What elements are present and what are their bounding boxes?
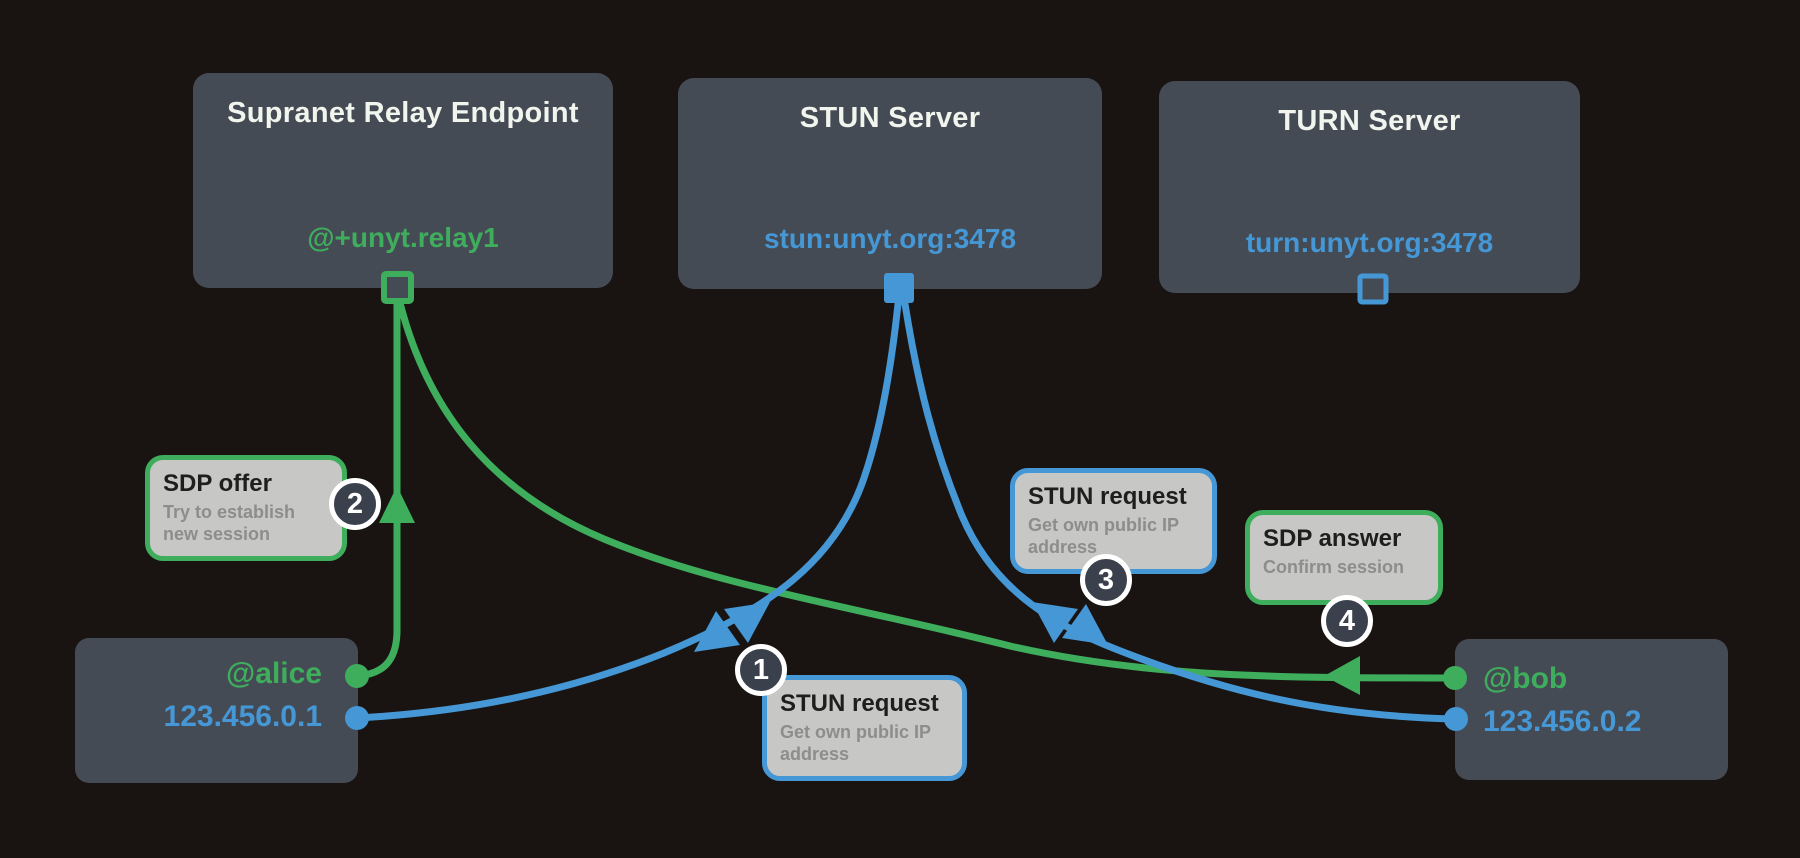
arrowhead-up-to-stun-left <box>724 602 770 643</box>
badge-step-2: 2 <box>329 478 381 530</box>
stun-address: stun:unyt.org:3478 <box>763 223 1017 254</box>
stun-title: STUN Server <box>799 102 981 134</box>
badge-step-4: 4 <box>1321 595 1373 647</box>
wire-alice-to-stun <box>353 300 902 722</box>
relay-address: @+unyt.relay1 <box>307 222 499 253</box>
label-stun-request-bob-title: STUN request <box>1028 483 1187 510</box>
badge-step-3: 3 <box>1080 554 1132 606</box>
label-sdp-offer: SDP offer Try to establish new session <box>145 455 347 561</box>
node-alice: @alice 123.456.0.1 <box>75 638 358 783</box>
label-sdp-answer-subtitle: Confirm session <box>1263 557 1405 577</box>
arrowhead-down-to-alice <box>694 611 740 652</box>
label-sdp-answer: SDP answer Confirm session <box>1245 510 1443 605</box>
stun-port-square <box>884 273 914 303</box>
label-stun-request-alice-title: STUN request <box>780 690 939 717</box>
relay-port-square <box>381 271 414 304</box>
label-sdp-offer-title: SDP offer <box>163 470 272 497</box>
alice-name: @alice <box>226 657 322 690</box>
turn-port-square <box>1357 273 1389 305</box>
bob-name: @bob <box>1483 662 1568 695</box>
alice-ip: 123.456.0.1 <box>163 700 322 733</box>
label-sdp-answer-title: SDP answer <box>1263 525 1402 552</box>
arrowhead-left-from-bob <box>1324 656 1360 695</box>
relay-title: Supranet Relay Endpoint <box>227 97 579 129</box>
turn-address: turn:unyt.org:3478 <box>1245 227 1494 258</box>
wire-relay-to-bob <box>396 299 1459 682</box>
bob-ip: 123.456.0.2 <box>1483 705 1642 738</box>
badge-step-1: 1 <box>735 644 787 696</box>
alice-identity-dot <box>345 664 369 688</box>
node-bob: @bob 123.456.0.2 <box>1455 639 1728 780</box>
arrowhead-up-to-relay <box>379 486 415 523</box>
label-stun-request-bob-subtitle: Get own public IP address <box>1028 515 1179 557</box>
node-turn-server: TURN Server turn:unyt.org:3478 <box>1159 81 1580 293</box>
bob-ip-dot <box>1444 707 1468 731</box>
label-sdp-offer-subtitle: Try to establish new session <box>163 502 296 544</box>
arrowhead-down-to-bob <box>1062 604 1108 645</box>
turn-title: TURN Server <box>1278 105 1461 137</box>
label-stun-request-alice: STUN request Get own public IP address <box>762 675 967 781</box>
bob-identity-dot <box>1443 666 1467 690</box>
arrowhead-up-to-stun-right <box>1032 602 1078 643</box>
alice-ip-dot <box>345 706 369 730</box>
node-supranet-relay-endpoint: Supranet Relay Endpoint @+unyt.relay1 <box>193 73 613 288</box>
label-stun-request-alice-subtitle: Get own public IP address <box>780 722 931 764</box>
node-stun-server: STUN Server stun:unyt.org:3478 <box>678 78 1102 289</box>
